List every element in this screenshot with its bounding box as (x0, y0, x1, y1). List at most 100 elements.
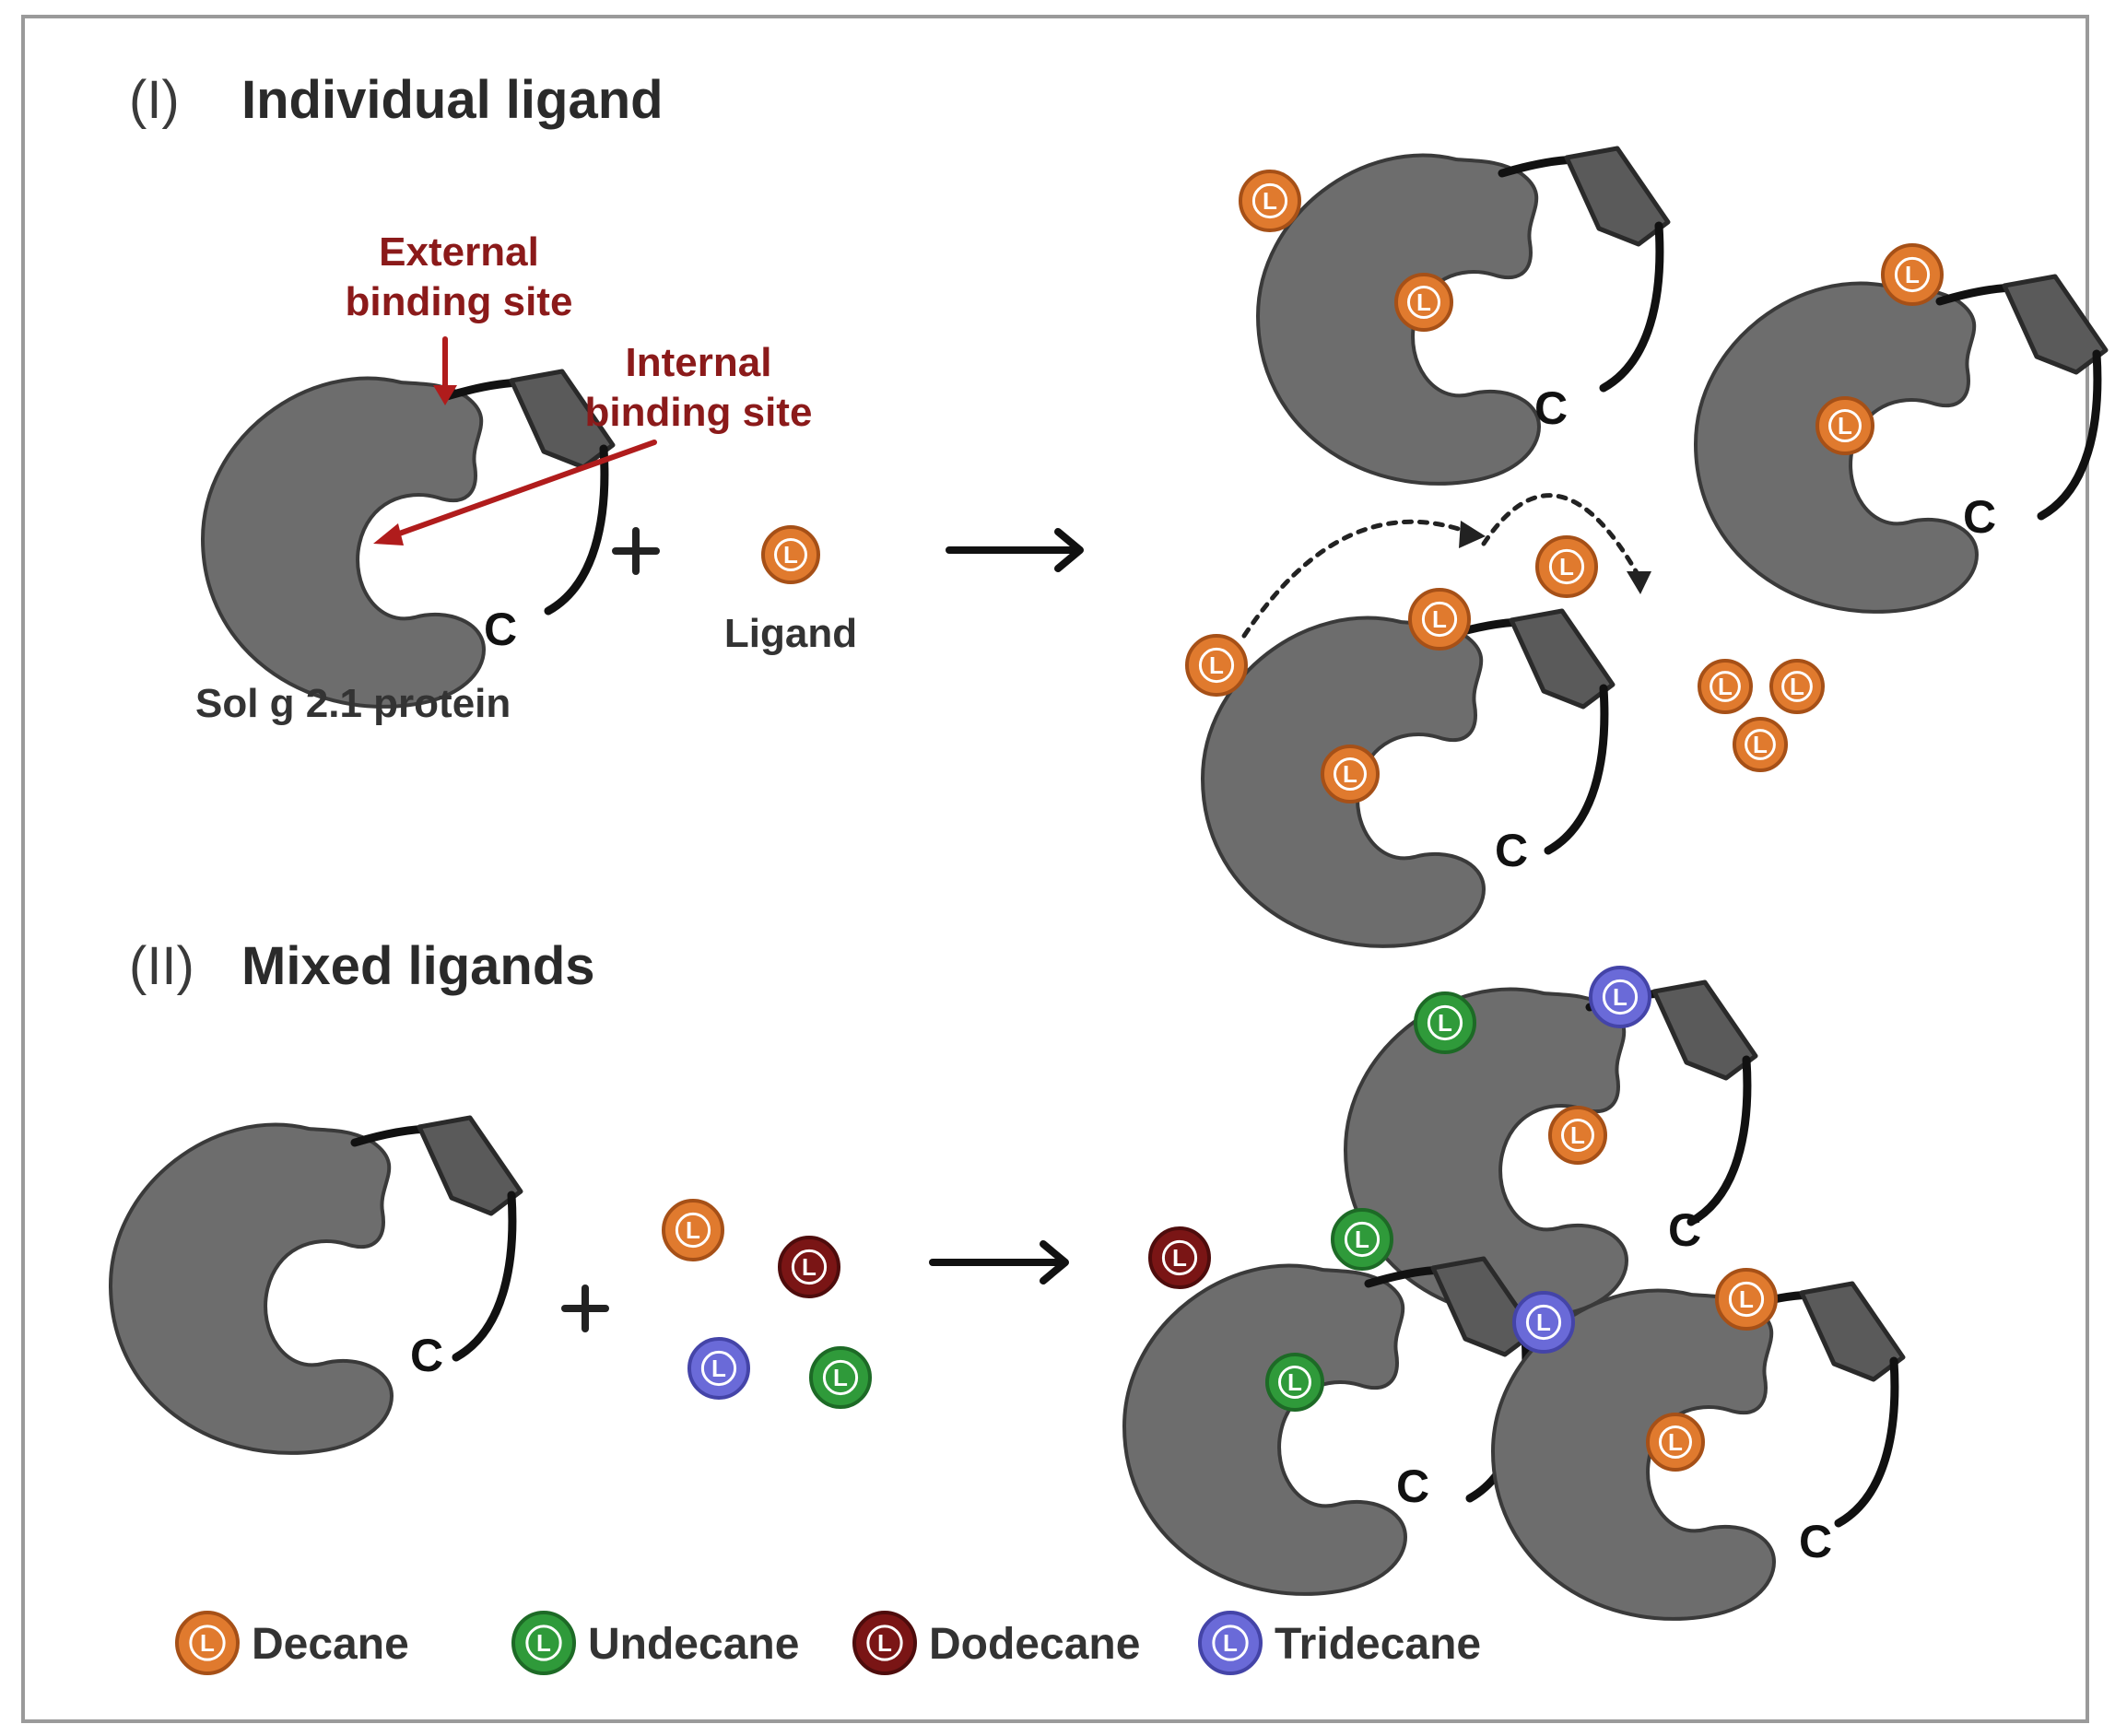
external-binding-site-label: External (379, 229, 539, 275)
reaction-arrow-2 (929, 1240, 1069, 1284)
section-2-numeral: (II) (129, 936, 194, 996)
protein-mixed-a: C (1345, 982, 1756, 1318)
section-1-title: Individual ligand (241, 70, 664, 130)
svg-text:L: L (1570, 1121, 1585, 1149)
svg-text:L: L (1905, 261, 1920, 288)
decane-ligand: L (1715, 1268, 1778, 1331)
reaction-arrow (946, 528, 1084, 572)
svg-text:L: L (1416, 288, 1431, 316)
exchange-arrowhead-1 (1459, 521, 1486, 548)
svg-text:L: L (1790, 673, 1804, 700)
decane-ligand: L (1698, 659, 1753, 714)
svg-text:L: L (1718, 673, 1733, 700)
decane-ligand: L (1394, 273, 1453, 332)
svg-text:L: L (1355, 1226, 1369, 1253)
c-terminus-label: C (484, 604, 517, 655)
svg-text:L: L (1343, 760, 1357, 788)
protein-unbound-mixed: C (111, 1118, 521, 1453)
legend-dodecane-swatch: L (852, 1611, 917, 1675)
decane-ligand: L (1769, 659, 1825, 714)
protein-bound-b: C (1696, 276, 2106, 612)
c-terminus-label: C (1495, 825, 1528, 876)
legend-tridecane-label: Tridecane (1275, 1620, 1481, 1669)
c-terminus-label: C (1396, 1460, 1429, 1512)
c-terminus-label: C (1534, 382, 1568, 434)
undecane-ligand: L (809, 1346, 872, 1409)
svg-text:L: L (1263, 187, 1277, 215)
legend-undecane-label: Undecane (588, 1620, 799, 1669)
decane-ligand: L (1239, 170, 1301, 232)
svg-text:L: L (1223, 1629, 1238, 1657)
plus-sign-2 (561, 1284, 609, 1332)
svg-text:L: L (1668, 1428, 1683, 1456)
protein-bound-c: C (1203, 611, 1613, 946)
dodecane-ligand: L (778, 1236, 840, 1298)
ligand-label: Ligand (724, 611, 857, 656)
legend-tridecane-swatch: L (1198, 1611, 1263, 1675)
decane-ligand: L (1881, 243, 1944, 306)
internal-binding-site-label: Internal (626, 340, 772, 385)
dodecane-ligand: L (1148, 1226, 1211, 1289)
decane-ligand: L (1321, 745, 1380, 803)
internal-site-arrow (373, 440, 657, 545)
svg-text:L: L (1209, 651, 1224, 679)
ligand-legend: L Decane L Undecane L Dodecane L Tridecane (175, 1611, 1481, 1675)
svg-text:L: L (711, 1355, 726, 1382)
undecane-ligand: L (1414, 991, 1476, 1054)
external-binding-site-label-2: binding site (346, 279, 573, 324)
svg-text:L: L (1613, 983, 1627, 1011)
exchange-arrowhead-2 (1627, 571, 1651, 594)
svg-text:L: L (536, 1629, 551, 1657)
figure-frame (21, 15, 2089, 1723)
decane-ligand: L (1815, 396, 1874, 455)
decane-ligand: L (1733, 717, 1788, 772)
protein-label: Sol g 2.1 protein (195, 681, 511, 726)
legend-dodecane-label: Dodecane (929, 1620, 1140, 1669)
protein-unbound: C (203, 371, 613, 707)
legend-decane-label: Decane (252, 1620, 409, 1669)
exchange-arrow-2 (1481, 493, 1641, 579)
svg-text:L: L (1432, 605, 1447, 633)
undecane-ligand: L (1265, 1353, 1324, 1412)
svg-text:L: L (802, 1253, 817, 1281)
external-site-arrow (433, 336, 457, 405)
undecane-ligand: L (1331, 1208, 1393, 1271)
section-2-title: Mixed ligands (241, 936, 595, 996)
svg-text:L: L (1838, 412, 1852, 440)
tridecane-ligand: L (1512, 1291, 1575, 1354)
c-terminus-label: C (1799, 1516, 1832, 1567)
protein-mixed-b: C (1124, 1259, 1534, 1594)
protein-bound-a: C (1258, 148, 1668, 484)
svg-text:L: L (833, 1364, 848, 1391)
ligand-layer: L L L L L L L L L L L L L L L L L L L L L L L L L (662, 170, 1944, 1472)
tridecane-ligand: L (687, 1337, 750, 1400)
svg-text:L: L (686, 1216, 700, 1244)
svg-text:L: L (1172, 1244, 1187, 1272)
svg-text:L: L (1753, 731, 1768, 758)
section-1-numeral: (I) (129, 70, 180, 130)
decane-ligand: L (1548, 1106, 1607, 1165)
decane-ligand: L (1408, 588, 1471, 651)
legend-decane-swatch: L (175, 1611, 240, 1675)
svg-text:L: L (1739, 1285, 1754, 1313)
decane-ligand: L (1646, 1413, 1705, 1472)
decane-ligand: L (761, 525, 820, 584)
exchange-arrow-1 (1241, 519, 1477, 639)
tridecane-ligand: L (1589, 966, 1651, 1028)
svg-text:L: L (200, 1629, 215, 1657)
svg-text:L: L (1559, 553, 1574, 581)
legend-undecane-swatch: L (511, 1611, 576, 1675)
decane-ligand: L (1535, 535, 1598, 598)
protein-mixed-c: C (1493, 1284, 1903, 1619)
svg-text:L: L (1536, 1308, 1551, 1336)
svg-text:L: L (1438, 1009, 1452, 1037)
svg-text:L: L (877, 1629, 892, 1657)
decane-ligand: L (1185, 634, 1248, 697)
internal-binding-site-label-2: binding site (585, 390, 813, 435)
c-terminus-label: C (1668, 1204, 1701, 1256)
svg-text:L: L (783, 541, 798, 569)
c-terminus-label: C (410, 1330, 443, 1381)
plus-sign (612, 527, 660, 575)
svg-text:L: L (1287, 1368, 1302, 1396)
